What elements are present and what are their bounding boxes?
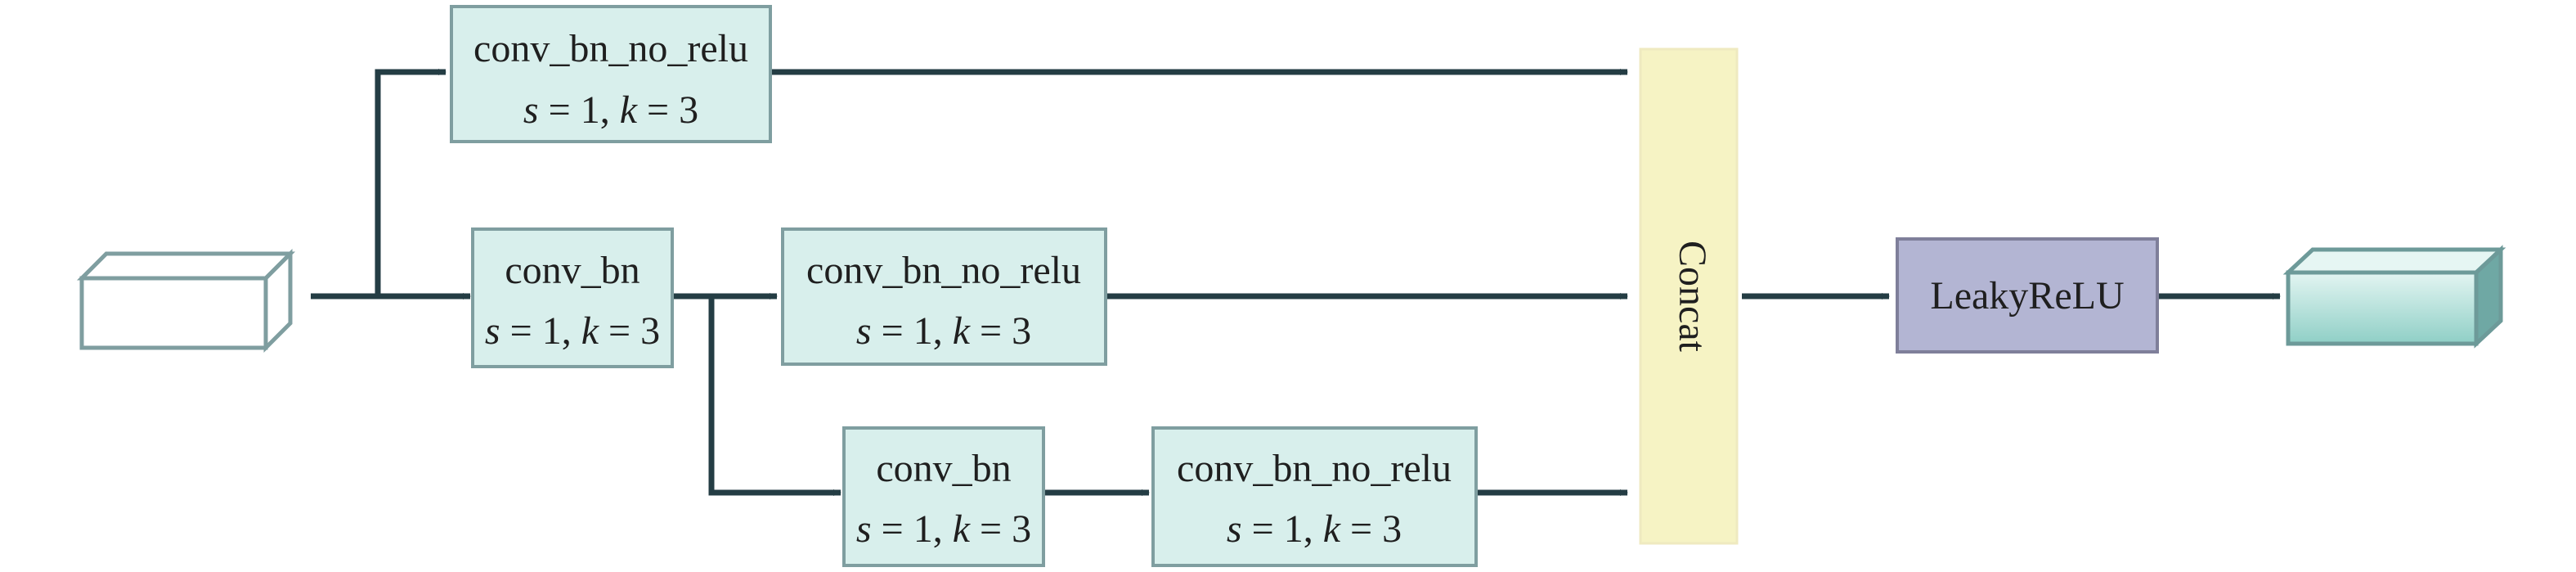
block-top-conv-bn-no-relu: conv_bn_no_relu s = 1, k = 3 [450,5,772,143]
block-params: s = 1, k = 3 [856,309,1031,353]
block-leakyrelu: LeakyReLU [1896,237,2159,354]
connectors [311,69,2281,496]
block-params: s = 1, k = 3 [856,507,1031,551]
arrow-conv-bn-to-bottom-conv-bn [708,296,841,496]
block-bottom-conv-bn: conv_bn s = 1, k = 3 [842,426,1045,567]
block-label: conv_bn [505,249,640,292]
block-params: s = 1, k = 3 [485,309,660,353]
block-label: conv_bn_no_relu [473,27,748,70]
input-tensor [76,248,296,354]
block-label: conv_bn_no_relu [1177,447,1452,490]
block-params: s = 1, k = 3 [1227,507,1402,551]
block-label: conv_bn_no_relu [806,249,1081,292]
activation-label: LeakyReLU [1930,274,2124,318]
block-bottom-conv-bn-no-relu: conv_bn_no_relu s = 1, k = 3 [1151,426,1478,567]
output-tensor [2282,245,2506,349]
block-label: conv_bn [876,447,1011,490]
block-mid-conv-bn: conv_bn s = 1, k = 3 [471,227,674,368]
block-concat: Concat [1639,47,1739,545]
arrow-input-to-top-branch [375,69,447,296]
concat-label: Concat [1671,241,1714,353]
block-mid-conv-bn-no-relu: conv_bn_no_relu s = 1, k = 3 [781,227,1107,366]
block-params: s = 1, k = 3 [523,88,698,132]
